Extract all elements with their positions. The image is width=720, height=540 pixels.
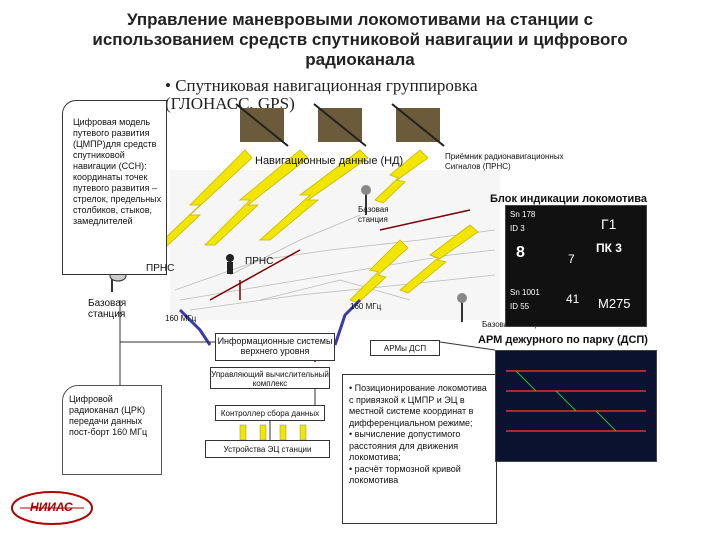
receiver-label: Приёмник радионавигационных Сигналов (ПР… [445, 152, 564, 171]
info-systems-box: Информационные системы верхнего уровня [215, 333, 335, 361]
radio-tower-icon-2 [361, 185, 371, 215]
page-title: Управление маневровыми локомотивами на с… [92, 10, 628, 69]
base-station-left-label: Базовая станция [88, 298, 127, 320]
radio-tower-icon-3 [457, 293, 467, 322]
loco-row4: ID 55 [510, 302, 530, 311]
dsp-workstation-panel [495, 350, 657, 462]
crc-note: Цифровой радиоканал (ЦРК) передачи данны… [62, 385, 162, 475]
freq-right-label: 160 МГц [350, 302, 382, 311]
satellite-icon-3 [391, 103, 445, 147]
freq-left-label: 160 МГц [165, 314, 197, 323]
bullet-item: • Позиционирование локомотива с привязко… [349, 383, 487, 428]
controller-arrows [239, 424, 307, 441]
loco-pk: ПК 3 [596, 241, 622, 255]
positioning-note: • Позиционирование локомотива с привязко… [342, 374, 497, 524]
prns-mid-label: ПРНС [245, 256, 274, 267]
radio-link-arrows [178, 298, 362, 346]
logo-icon [11, 491, 93, 525]
nav-data-label: Навигационные данные (НД) [255, 155, 404, 167]
prns-left-label: ПРНС [146, 263, 175, 274]
data-controller-box: Контроллер сбора данных [215, 405, 325, 421]
loco-big-num: 8 [516, 244, 525, 261]
bullet-item: • вычисление допустимого расстояния для … [349, 429, 461, 462]
bullet-item: • расчёт тормозной кривой локомотива [349, 463, 461, 486]
loco-unit-label: Блок индикации локомотива [490, 193, 647, 205]
loco-code: Г1 [601, 216, 617, 232]
base-station-mid-label: Базовая станция [358, 205, 389, 224]
cmpr-note: Цифровая модель путевого развития (ЦМПР)… [62, 100, 167, 275]
arm-dsp-small-box: АРМы ДСП [370, 340, 440, 356]
loco-num7: 7 [568, 252, 575, 266]
dsp-tracks [506, 370, 646, 432]
loco-row2: ID 3 [510, 224, 525, 233]
arm-dsp-label: АРМ дежурного по парку (ДСП) [478, 334, 648, 346]
loco-m275: М275 [598, 296, 631, 311]
ec-devices-box: Устройства ЭЦ станции [205, 440, 330, 458]
loco-row3: Sn 1001 [510, 288, 540, 297]
loco-row1: Sn 178 [510, 210, 536, 219]
logo-text: НИИАС [30, 500, 73, 514]
loco-display-panel: Sn 178 ID 3 8 Г1 ПК 3 7 Sn 1001 ID 55 41… [505, 205, 647, 327]
person-icon [226, 254, 234, 274]
signal-lightning [138, 149, 479, 304]
satellite-icon [235, 103, 289, 147]
satellite-icon-2 [313, 103, 367, 147]
control-complex-box: Управляющий вычислительный комплекс [210, 367, 330, 389]
loco-num41: 41 [566, 292, 580, 306]
